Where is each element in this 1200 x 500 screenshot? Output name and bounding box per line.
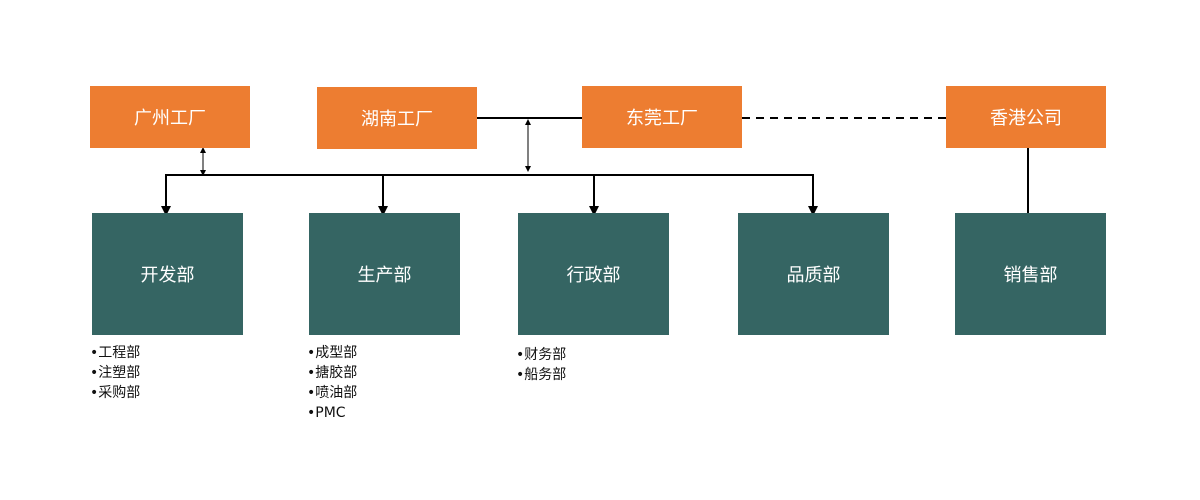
factory-hunan: 湖南工厂: [317, 87, 477, 149]
dept-development-label: 开发部: [140, 265, 195, 286]
list-item: 工程部: [90, 343, 140, 363]
dept-quality-label: 品质部: [786, 265, 841, 286]
dept-sales: 销售部: [955, 213, 1106, 335]
dept-sales-label: 销售部: [1003, 265, 1058, 286]
dept-production: 生产部: [309, 213, 460, 335]
company-hongkong: 香港公司: [946, 86, 1106, 148]
list-item: PMC: [307, 403, 357, 423]
factory-hunan-label: 湖南工厂: [361, 109, 433, 130]
dept-development: 开发部: [92, 213, 243, 335]
list-item: 搪胶部: [307, 363, 357, 383]
dept-administration-label: 行政部: [566, 265, 621, 286]
production-sub-list: 成型部 搪胶部 喷油部 PMC: [307, 343, 357, 423]
factory-dongguan-label: 东莞工厂: [626, 108, 698, 129]
dept-quality: 品质部: [738, 213, 889, 335]
dept-production-label: 生产部: [357, 265, 412, 286]
dept-administration: 行政部: [518, 213, 669, 335]
development-sub-list: 工程部 注塑部 采购部: [90, 343, 140, 403]
factory-guangzhou-label: 广州工厂: [134, 108, 206, 129]
administration-sub-list: 财务部 船务部: [516, 345, 566, 385]
factory-guangzhou: 广州工厂: [90, 86, 250, 148]
list-item: 喷油部: [307, 383, 357, 403]
factory-dongguan: 东莞工厂: [582, 86, 742, 148]
list-item: 船务部: [516, 365, 566, 385]
company-hongkong-label: 香港公司: [990, 108, 1062, 129]
list-item: 财务部: [516, 345, 566, 365]
list-item: 成型部: [307, 343, 357, 363]
list-item: 注塑部: [90, 363, 140, 383]
list-item: 采购部: [90, 383, 140, 403]
